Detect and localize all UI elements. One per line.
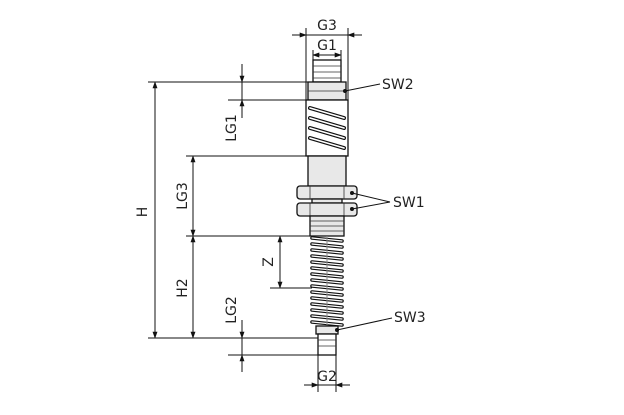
- lower-sleeve: [307, 155, 347, 187]
- label-g1: G1: [317, 38, 337, 54]
- dimension-lines: [152, 32, 362, 388]
- label-z: Z: [261, 257, 277, 267]
- label-sw3: SW3: [394, 310, 426, 326]
- top-thread-stud: [312, 59, 342, 83]
- label-g3: G3: [317, 18, 337, 34]
- label-h: H: [135, 207, 151, 218]
- hex-nut-sw1-upper: [296, 185, 358, 200]
- label-sw1: SW1: [393, 195, 425, 211]
- bottom-fitting-g2: [317, 333, 337, 356]
- label-lg3: LG3: [175, 182, 191, 210]
- hex-nut-sw1-lower: [296, 202, 358, 217]
- inner-spring: [308, 106, 346, 150]
- collar-sw3: [315, 325, 339, 335]
- label-h2: H2: [175, 278, 191, 297]
- label-sw2: SW2: [382, 77, 414, 93]
- label-g2: G2: [317, 369, 337, 385]
- suction-part-body: [296, 59, 358, 356]
- leader-lines: [335, 83, 393, 332]
- label-lg1: LG1: [224, 114, 240, 142]
- label-lg2: LG2: [224, 296, 240, 324]
